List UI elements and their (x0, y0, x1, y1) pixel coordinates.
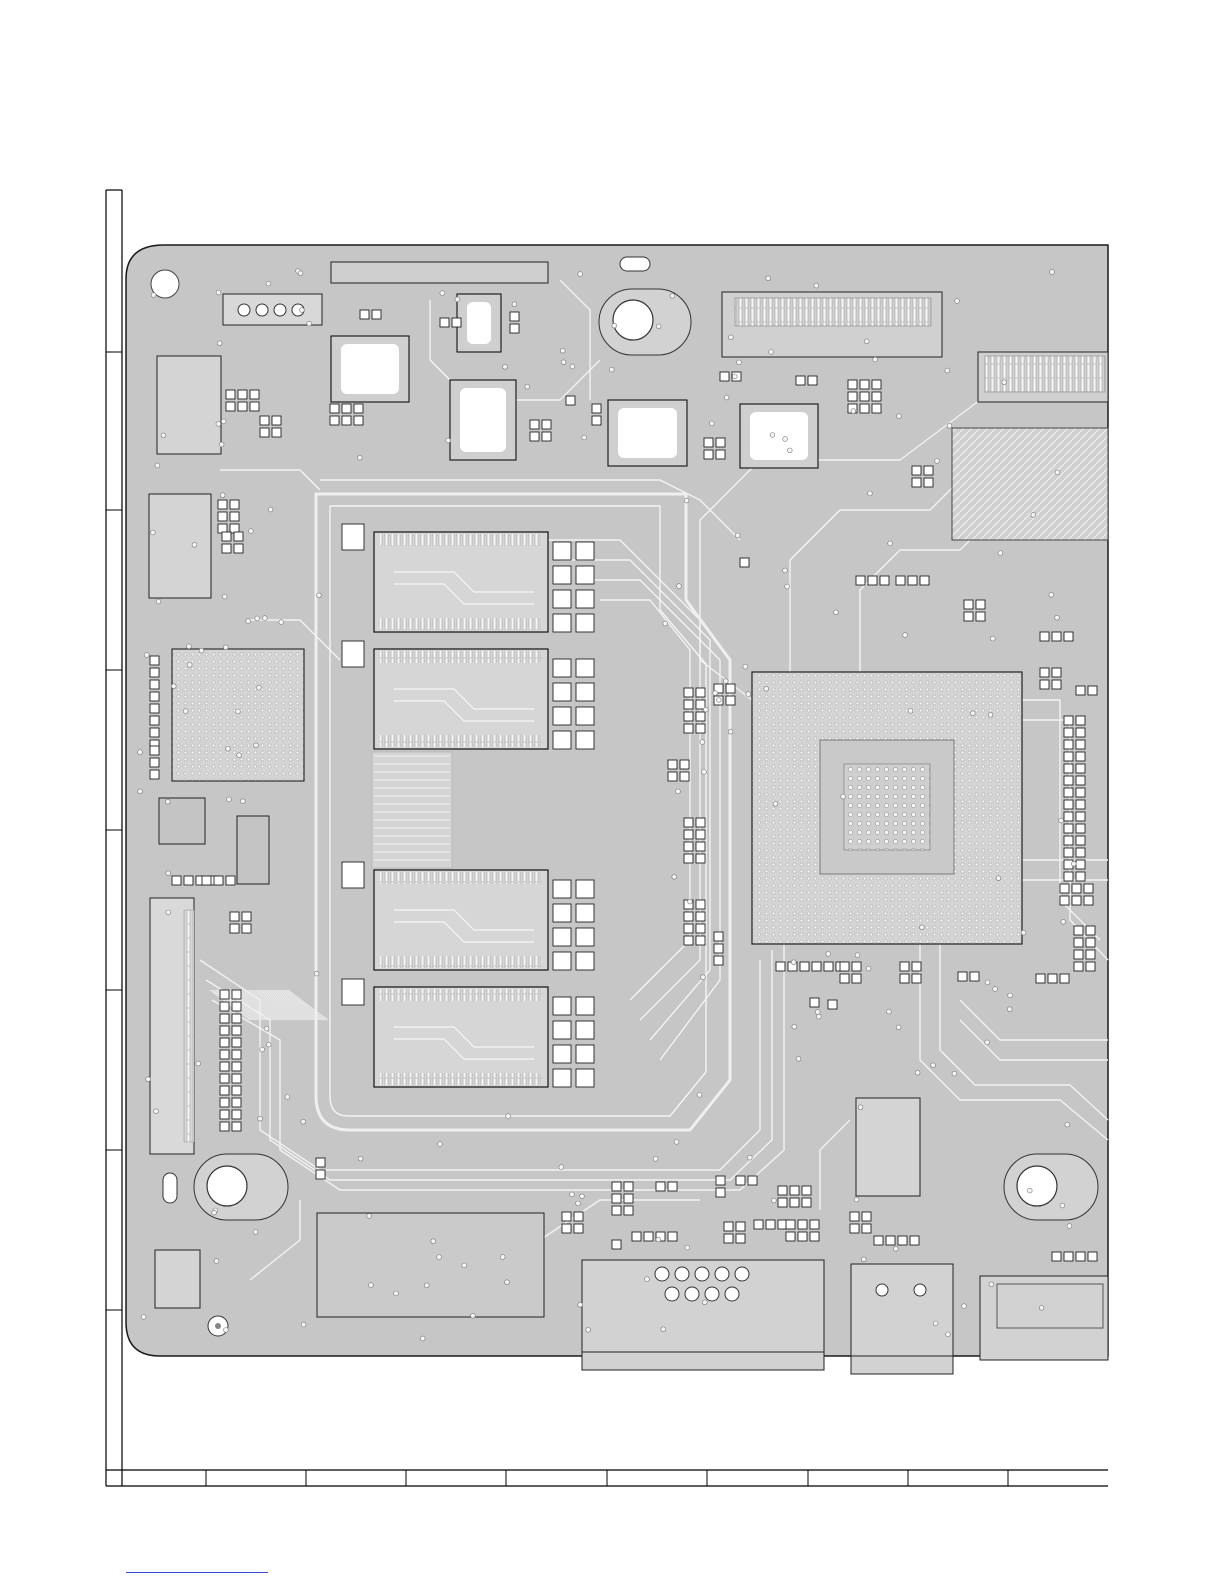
board-slot (620, 257, 650, 271)
power-inductor (457, 294, 501, 352)
slot-left (163, 1173, 177, 1203)
power-inductor (608, 400, 687, 466)
secondary-bga-chip (172, 649, 304, 781)
page-footer-rule (126, 1572, 268, 1573)
power-inductor (740, 404, 818, 468)
power-inductor (331, 336, 409, 402)
power-inductor (450, 380, 516, 460)
four-pin-header (223, 294, 322, 325)
bottom-connector-large (317, 1213, 544, 1317)
connector-top-strip (331, 262, 548, 283)
memory-bus-region (372, 752, 452, 868)
main-processor-bga (752, 672, 1022, 944)
